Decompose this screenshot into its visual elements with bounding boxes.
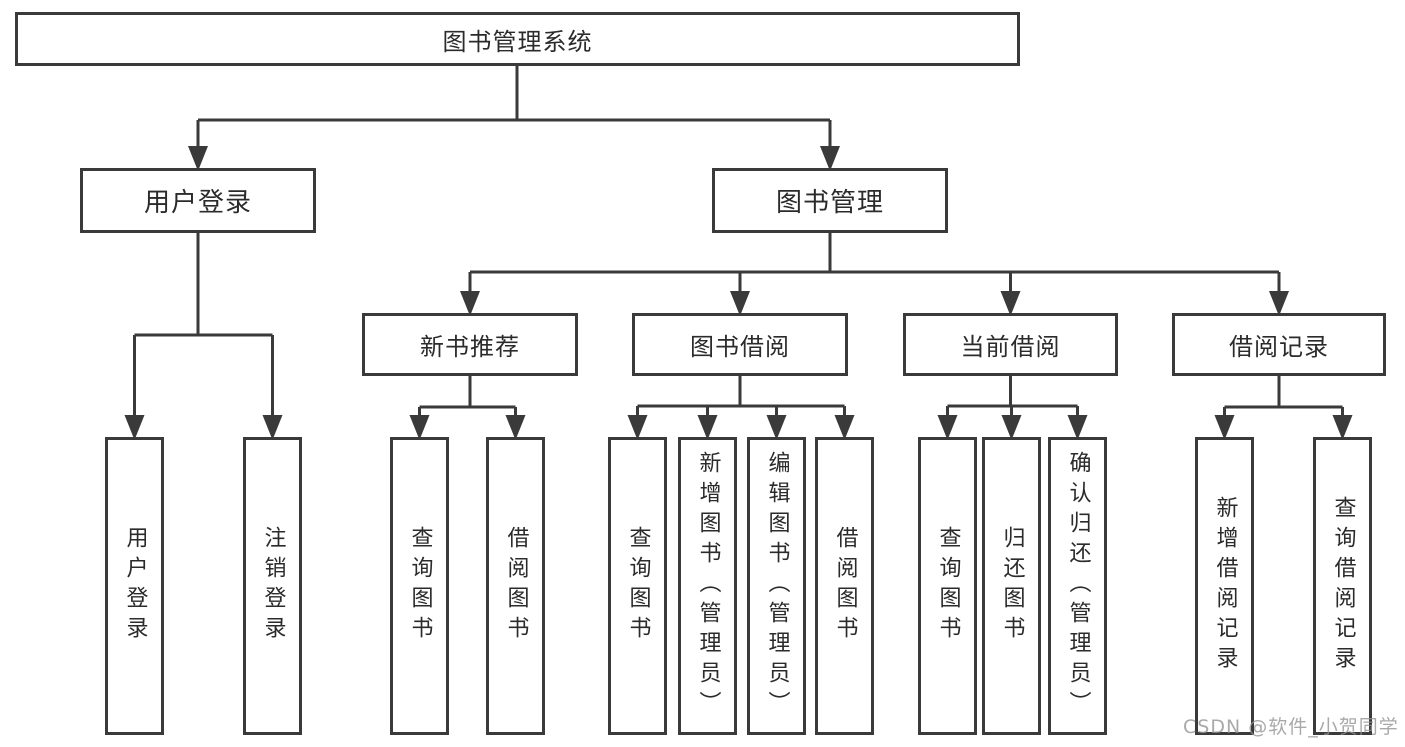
- node-current-borrowing: 当前借阅: [903, 313, 1118, 376]
- leaf-current-return-books: 归还图书: [982, 437, 1041, 735]
- leaf-borrowing-borrow-books: 借阅图书: [815, 437, 874, 735]
- leaf-records-query-record: 查询借阅记录: [1313, 437, 1372, 735]
- leaf-logout: 注销登录: [243, 437, 302, 735]
- leaf-current-confirm-return-admin: 确认归还（管理员）: [1048, 437, 1107, 735]
- leaf-records-add-record: 新增借阅记录: [1195, 437, 1254, 735]
- leaf-borrowing-add-books-admin: 新增图书（管理员）: [678, 437, 737, 735]
- node-new-book-recommendation: 新书推荐: [362, 313, 578, 376]
- leaf-borrowing-edit-books-admin: 编辑图书（管理员）: [747, 437, 806, 735]
- leaf-recommend-query-books: 查询图书: [390, 437, 449, 735]
- leaf-recommend-borrow-books: 借阅图书: [486, 437, 545, 735]
- leaf-borrowing-query-books: 查询图书: [608, 437, 667, 735]
- watermark-text: CSDN @软件_小贺同学: [1183, 716, 1399, 738]
- node-borrowing-records: 借阅记录: [1172, 313, 1386, 376]
- leaf-current-query-books: 查询图书: [918, 437, 977, 735]
- node-user-login: 用户登录: [80, 168, 316, 233]
- leaf-user-login: 用户登录: [105, 437, 164, 735]
- node-book-management: 图书管理: [712, 168, 948, 233]
- node-book-borrowing: 图书借阅: [632, 313, 848, 376]
- node-library-management-system: 图书管理系统: [15, 12, 1020, 66]
